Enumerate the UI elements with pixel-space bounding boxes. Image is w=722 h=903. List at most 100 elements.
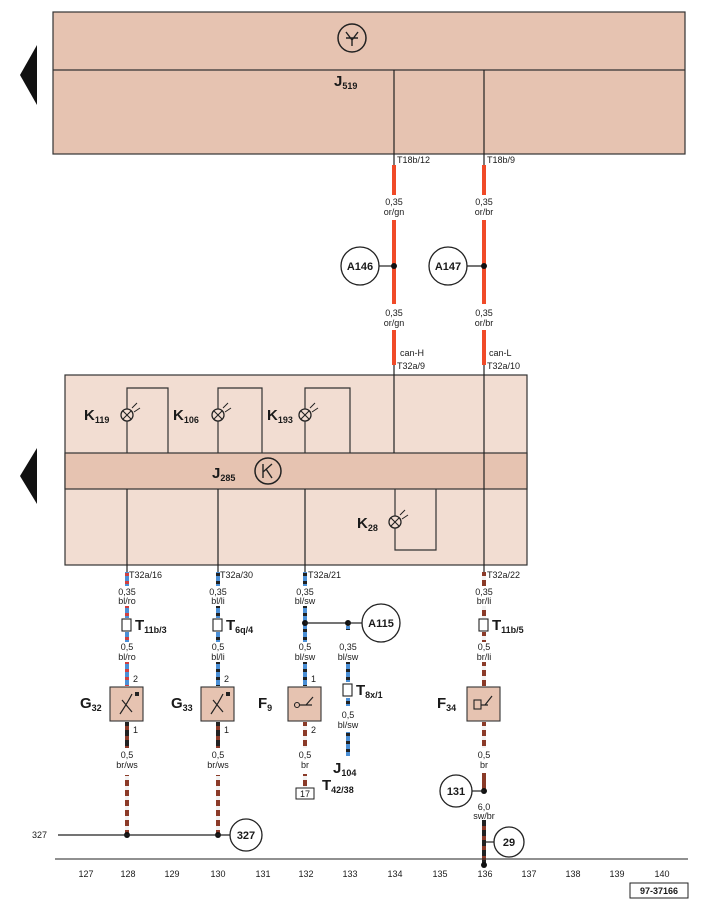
svg-text:139: 139 bbox=[609, 869, 624, 879]
svg-text:1: 1 bbox=[311, 674, 316, 684]
svg-text:F9: F9 bbox=[258, 695, 272, 713]
wire-label: 6,0sw/br bbox=[473, 802, 495, 821]
svg-text:1: 1 bbox=[133, 725, 138, 735]
svg-text:0,5: 0,5 bbox=[342, 710, 355, 720]
svg-text:or/br: or/br bbox=[475, 207, 494, 217]
svg-text:A147: A147 bbox=[435, 261, 461, 273]
svg-text:br/ws: br/ws bbox=[116, 760, 138, 770]
svg-text:br: br bbox=[480, 760, 488, 770]
wire-label: 0,5bl/sw bbox=[295, 642, 316, 662]
svg-text:K28: K28 bbox=[357, 515, 378, 533]
svg-text:br/ws: br/ws bbox=[207, 760, 229, 770]
svg-text:0,35: 0,35 bbox=[385, 308, 403, 318]
svg-text:135: 135 bbox=[432, 869, 447, 879]
can-low-wire bbox=[482, 154, 486, 375]
svg-text:br: br bbox=[301, 760, 309, 770]
svg-text:0,5: 0,5 bbox=[121, 750, 134, 760]
wire-label: 0,5bl/li bbox=[211, 642, 225, 662]
sensor-g33: G33 2 1 bbox=[171, 674, 235, 735]
svg-text:or/gn: or/gn bbox=[384, 318, 405, 328]
connection-29: 29 bbox=[484, 826, 525, 858]
svg-text:0,5: 0,5 bbox=[121, 642, 134, 652]
connector-t6q4: T6q/4 bbox=[212, 617, 253, 635]
svg-text:T32a/16: T32a/16 bbox=[129, 570, 162, 580]
svg-text:131: 131 bbox=[447, 786, 465, 798]
svg-text:127: 127 bbox=[78, 869, 93, 879]
diagram-id-box: 97-37166 bbox=[629, 882, 689, 899]
svg-text:0,35: 0,35 bbox=[475, 197, 493, 207]
svg-text:2: 2 bbox=[311, 725, 316, 735]
track-numbers: 127 128 129 130 131 132 133 134 135 136 … bbox=[78, 869, 669, 879]
electronic-symbol-icon bbox=[254, 457, 282, 485]
svg-text:bl/sw: bl/sw bbox=[295, 652, 316, 662]
svg-text:bl/sw: bl/sw bbox=[295, 596, 316, 606]
svg-text:br/li: br/li bbox=[477, 596, 492, 606]
svg-text:0,5: 0,5 bbox=[478, 642, 491, 652]
svg-text:17: 17 bbox=[300, 789, 310, 799]
switch-f9: F9 1 2 bbox=[258, 674, 322, 735]
svg-text:T11b/5: T11b/5 bbox=[492, 617, 524, 635]
svg-text:T8x/1: T8x/1 bbox=[356, 682, 383, 700]
svg-text:327: 327 bbox=[32, 830, 47, 840]
control-unit-j285: J285 bbox=[64, 374, 528, 566]
svg-text:0,35: 0,35 bbox=[296, 587, 314, 597]
svg-text:2: 2 bbox=[224, 674, 229, 684]
svg-text:bl/li: bl/li bbox=[211, 652, 225, 662]
wire-133 bbox=[346, 626, 350, 756]
connection-131: 131 bbox=[439, 774, 484, 808]
wire-label: 0,5br bbox=[299, 750, 312, 770]
svg-text:137: 137 bbox=[521, 869, 536, 879]
svg-text:0,5: 0,5 bbox=[212, 642, 225, 652]
connection-a146: A146 bbox=[340, 246, 397, 286]
svg-text:136: 136 bbox=[477, 869, 492, 879]
svg-text:T32a/22: T32a/22 bbox=[487, 570, 520, 580]
connector-t8x1: T8x/1 bbox=[342, 682, 383, 700]
electronic-symbol-icon bbox=[337, 23, 367, 53]
svg-text:K106: K106 bbox=[173, 407, 199, 425]
svg-text:bl/sw: bl/sw bbox=[338, 720, 359, 730]
svg-text:T6q/4: T6q/4 bbox=[226, 617, 253, 635]
svg-text:134: 134 bbox=[387, 869, 402, 879]
svg-text:can-H: can-H bbox=[400, 348, 424, 358]
svg-text:0,35: 0,35 bbox=[209, 587, 227, 597]
j104-label: J104 bbox=[333, 760, 356, 778]
connection-a115: A115 bbox=[348, 603, 401, 643]
svg-text:J285: J285 bbox=[212, 465, 235, 483]
svg-text:A115: A115 bbox=[368, 618, 394, 630]
switch-f34: F34 bbox=[437, 686, 501, 722]
sensor-g32: G32 2 1 bbox=[80, 674, 144, 735]
svg-text:0,5: 0,5 bbox=[299, 642, 312, 652]
svg-text:131: 131 bbox=[255, 869, 270, 879]
svg-text:sw/br: sw/br bbox=[473, 811, 495, 821]
svg-text:J519: J519 bbox=[334, 73, 357, 91]
svg-text:br/li: br/li bbox=[477, 652, 492, 662]
svg-text:130: 130 bbox=[210, 869, 225, 879]
svg-text:T18b/12: T18b/12 bbox=[397, 155, 430, 165]
svg-text:0,35: 0,35 bbox=[385, 197, 403, 207]
svg-text:T32a/21: T32a/21 bbox=[308, 570, 341, 580]
svg-text:0,35: 0,35 bbox=[339, 642, 357, 652]
connector-t11b3: T11b/3 bbox=[121, 617, 167, 635]
svg-text:0,5: 0,5 bbox=[299, 750, 312, 760]
svg-text:132: 132 bbox=[298, 869, 313, 879]
wire-label: 0,5bl/ro bbox=[118, 642, 136, 662]
t42-label: T42/38 bbox=[322, 777, 354, 795]
svg-text:29: 29 bbox=[503, 837, 515, 849]
continue-left-arrow-icon bbox=[20, 45, 37, 105]
svg-text:T32a/30: T32a/30 bbox=[220, 570, 253, 580]
ground-connection-327: 327 327 bbox=[32, 818, 263, 852]
reference-box-17: 17 bbox=[295, 787, 315, 800]
warning-lamp-k193: K193 bbox=[267, 402, 319, 425]
can-high-wire bbox=[392, 154, 396, 375]
svg-text:bl/ro: bl/ro bbox=[118, 596, 136, 606]
svg-text:K193: K193 bbox=[267, 407, 293, 425]
